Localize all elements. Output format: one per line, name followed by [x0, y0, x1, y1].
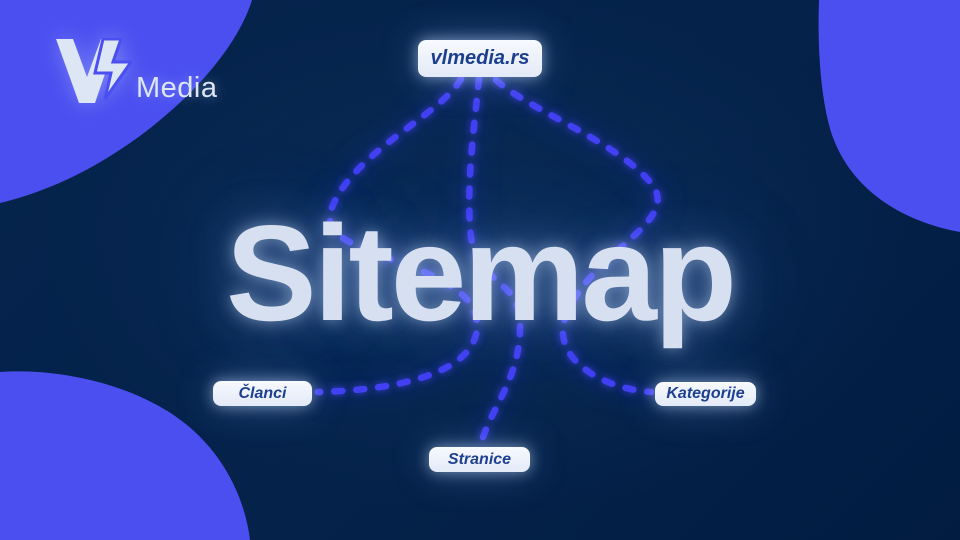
node-clanci[interactable]: Članci [213, 381, 312, 406]
connector-stranice [466, 75, 524, 447]
node-root-label: vlmedia.rs [430, 47, 530, 69]
node-stranice[interactable]: Stranice [429, 447, 530, 472]
connectors [314, 75, 661, 447]
connector-clanci [314, 75, 481, 396]
node-kategorije-label: Kategorije [666, 385, 745, 402]
vl-monogram-icon [56, 38, 132, 103]
vl-media-logo[interactable]: Media [56, 38, 218, 104]
connector-kategorije [492, 76, 661, 396]
node-root-vlmedia[interactable]: vlmedia.rs [418, 40, 542, 77]
brand-name: Media [136, 72, 218, 104]
page-title: Sitemap [225, 197, 737, 349]
node-clanci-label: Članci [238, 384, 287, 402]
blob-top-right [818, 0, 960, 232]
blob-bottom-left [0, 371, 250, 540]
node-stranice-label: Stranice [447, 450, 512, 468]
node-kategorije[interactable]: Kategorije [655, 382, 756, 406]
